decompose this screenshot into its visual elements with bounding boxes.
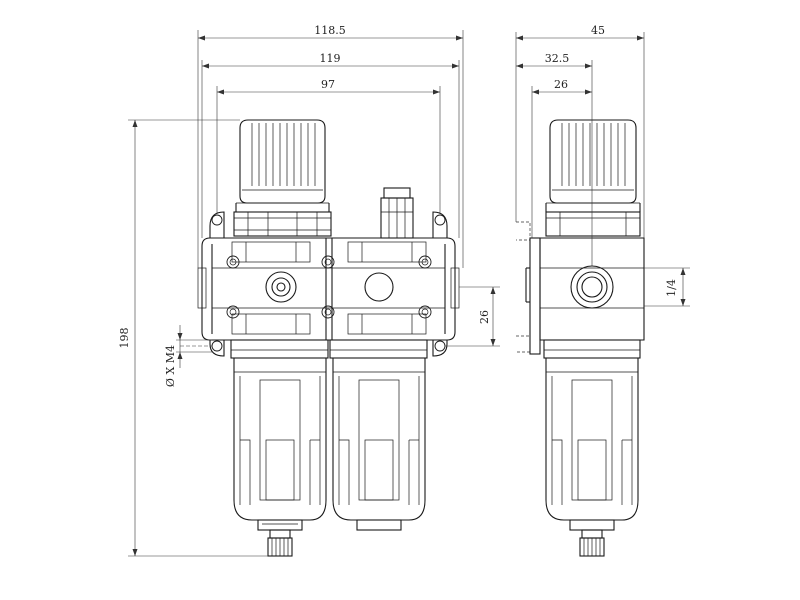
dim-side-offset-1: 32.5 [545,52,570,65]
filter-drain [267,529,293,557]
side-regulator-knob [546,119,640,204]
dim-side-offset-2: 26 [554,78,568,91]
dim-height-overall: 198 [118,328,131,349]
side-bonnet-nut [545,211,641,237]
side-drain [579,529,605,557]
manifold-body [197,237,460,341]
bonnet-nut [233,211,332,237]
lubricator-bowl [332,358,426,531]
regulator-knob [235,119,330,212]
dim-width-overall: 118.5 [314,24,346,37]
mount-ears-top [209,211,448,238]
front-view: 118.5 119 97 198 26 Ø X M4 [118,24,500,557]
lubricator-fitting [380,187,414,239]
dim-mount-thread: Ø X M4 [164,345,177,387]
side-body [539,237,645,341]
dim-mount-spacing: 97 [321,78,335,91]
filter-bowl [233,358,327,531]
dim-port-size: 1/4 [665,279,678,297]
dim-side-depth: 45 [591,24,605,37]
dim-width-body: 119 [320,52,341,65]
dim-port-offset: 26 [478,310,491,324]
lubricator-collar [329,339,428,359]
side-bowl [545,358,639,531]
side-collar [543,339,641,359]
filter-collar [230,339,329,359]
side-view: 45 32.5 26 1/4 [515,24,690,557]
front-dimensions [128,30,500,557]
side-bracket [516,221,541,355]
side-dimensions [515,32,690,307]
